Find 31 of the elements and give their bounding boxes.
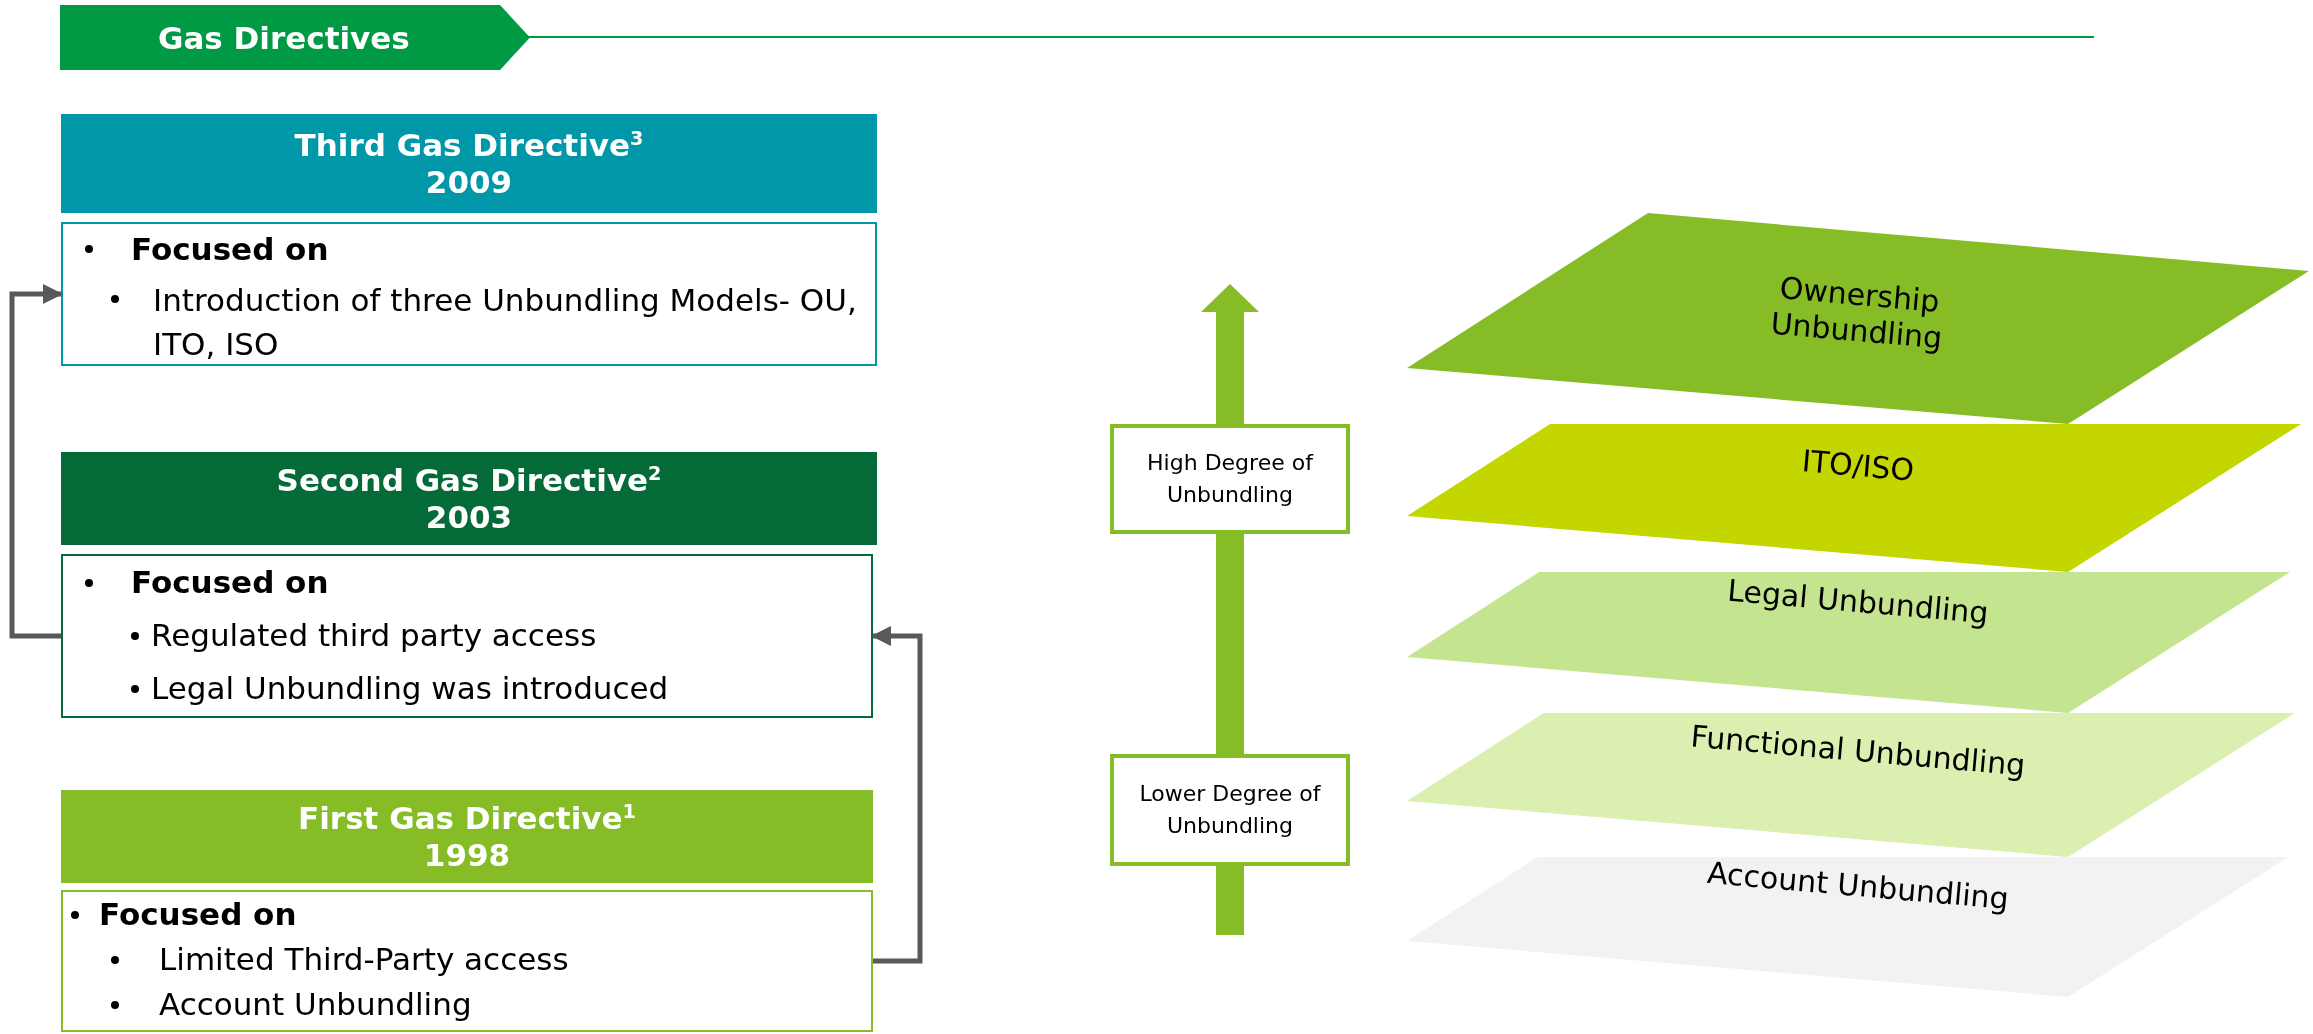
layer-label: Ownership Unbundling	[1768, 269, 1945, 358]
bullet-item: Account Unbundling	[159, 985, 473, 1024]
layer-label: Functional Unbundling	[1688, 717, 2028, 785]
directive-header	[61, 114, 877, 213]
directive-year: 2009	[425, 163, 513, 201]
directive-title: First Gas Directive$^{1}$	[298, 799, 636, 837]
bullet-item: Legal Unbundling was introduced	[151, 669, 670, 708]
degree-label-box: Lower Degree of Unbundling	[1110, 754, 1350, 866]
section-title-banner: Gas Directives	[60, 5, 530, 70]
directive-details-box	[61, 554, 873, 718]
connector-arrow	[9, 284, 63, 639]
bullet-item: Introduction of three Unbundling Models- OU, ITO, ISO	[153, 281, 858, 364]
layer-label: Legal Unbundling	[1725, 572, 1991, 633]
bullet-heading: Focused on	[131, 563, 330, 602]
directive-year: 2003	[425, 498, 513, 536]
directive-details-box	[61, 222, 877, 366]
directive-title: Second Gas Directive$^{2}$	[276, 461, 662, 499]
directive-title: Third Gas Directive$^{3}$	[294, 126, 644, 164]
degree-arrow	[1201, 284, 1259, 424]
directive-header	[61, 790, 873, 883]
directive-header	[61, 452, 877, 545]
bullet-heading: Focused on	[131, 230, 330, 269]
bullet-heading: Focused on	[99, 895, 298, 934]
layer-label: ITO/ISO	[1799, 442, 1917, 490]
layer-label: Account Unbundling	[1704, 857, 2012, 919]
degree-label-box: High Degree of Unbundling	[1110, 424, 1350, 534]
bullet-item: Limited Third-Party access	[159, 940, 570, 979]
directive-details-box	[61, 890, 873, 1032]
bullet-item: Regulated third party access	[151, 616, 598, 655]
directive-year: 1998	[423, 836, 511, 874]
unbundling-layer	[1407, 213, 2309, 424]
